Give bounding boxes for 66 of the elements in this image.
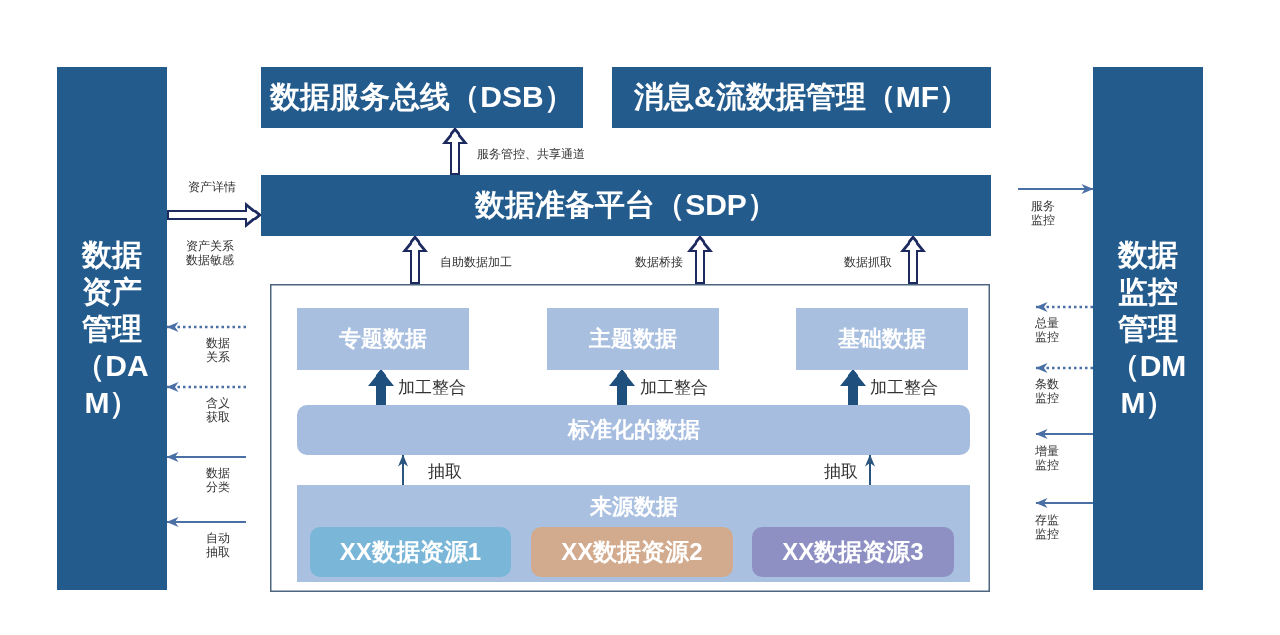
node-label: 专题数据 <box>339 325 427 353</box>
node-label: 主题数据 <box>589 325 677 353</box>
node-label: 数据准备平台（SDP） <box>475 187 777 223</box>
block-arrow <box>368 370 394 405</box>
dotted-arrow <box>1035 302 1093 312</box>
side-panel <box>1093 67 1203 590</box>
node-label: XX数据资源1 <box>339 537 482 567</box>
edge-label: 服务管控、共享通道 <box>477 147 585 162</box>
arrow <box>1017 184 1094 194</box>
data-box <box>547 308 719 370</box>
edge-label: 数据桥接 <box>635 255 683 270</box>
edge-label: 加工整合 <box>640 378 708 399</box>
node-label: 来源数据 <box>589 493 678 521</box>
arrow <box>865 454 875 486</box>
edge-label: 抽取 <box>428 462 462 483</box>
data-box <box>297 308 469 370</box>
side-panel <box>57 67 167 590</box>
edge-label: 数据分类 <box>205 466 231 495</box>
edge-label: 数据关系 <box>205 336 231 365</box>
source-box <box>310 527 511 577</box>
edge-label: 加工整合 <box>870 378 938 399</box>
edge-label: 自动抽取 <box>205 531 231 560</box>
edge-label: 存监监控 <box>1034 513 1060 542</box>
edge-label: 资产详情 <box>188 180 236 195</box>
dotted-arrow <box>166 322 246 332</box>
node-label: 数据监控管理（DMM） <box>1108 237 1188 421</box>
edge-label: 加工整合 <box>398 378 466 399</box>
dotted-arrow <box>1035 363 1093 373</box>
data-box <box>796 308 968 370</box>
edge-label: 数据抓取 <box>844 255 892 270</box>
block-arrow <box>840 370 866 405</box>
arrow <box>166 517 247 527</box>
edge-label: 自助数据加工 <box>440 255 512 270</box>
outline-arrow <box>402 236 428 284</box>
note-text: 资产关系数据敏感 <box>185 239 235 268</box>
node-label: 消息&流数据管理（MF） <box>634 79 969 115</box>
edge-label: 服务监控 <box>1030 199 1056 228</box>
edge-label: 抽取 <box>824 462 858 483</box>
layer-bar <box>612 67 991 128</box>
platform-bar <box>261 175 991 236</box>
block-arrow <box>609 370 635 405</box>
edge-label: 总量监控 <box>1034 316 1060 345</box>
arrow <box>1035 429 1094 439</box>
container-frame <box>270 284 990 592</box>
outline-arrow <box>687 236 713 284</box>
node-label: 标准化的数据 <box>567 416 700 444</box>
node-label: 基础数据 <box>838 325 926 353</box>
layer-bar <box>297 405 970 455</box>
node-label: XX数据资源2 <box>561 537 703 567</box>
edge-label: 条数监控 <box>1034 377 1060 406</box>
source-box <box>531 527 733 577</box>
arrow <box>1035 498 1094 508</box>
outline-arrow <box>900 236 926 284</box>
node-label: 数据服务总线（DSB） <box>270 79 574 115</box>
source-band <box>297 485 970 582</box>
outline-arrow <box>442 128 468 175</box>
layer-bar <box>261 67 583 128</box>
outline-arrow <box>167 202 261 228</box>
node-label: XX数据资源3 <box>782 537 924 567</box>
arrow <box>166 452 247 462</box>
edge-label: 含义获取 <box>205 396 231 425</box>
node-label: 数据资产管理（DAM） <box>74 237 150 421</box>
dotted-arrow <box>166 382 246 392</box>
source-box <box>752 527 954 577</box>
edge-label: 增量监控 <box>1034 444 1060 473</box>
arrow <box>398 454 408 486</box>
